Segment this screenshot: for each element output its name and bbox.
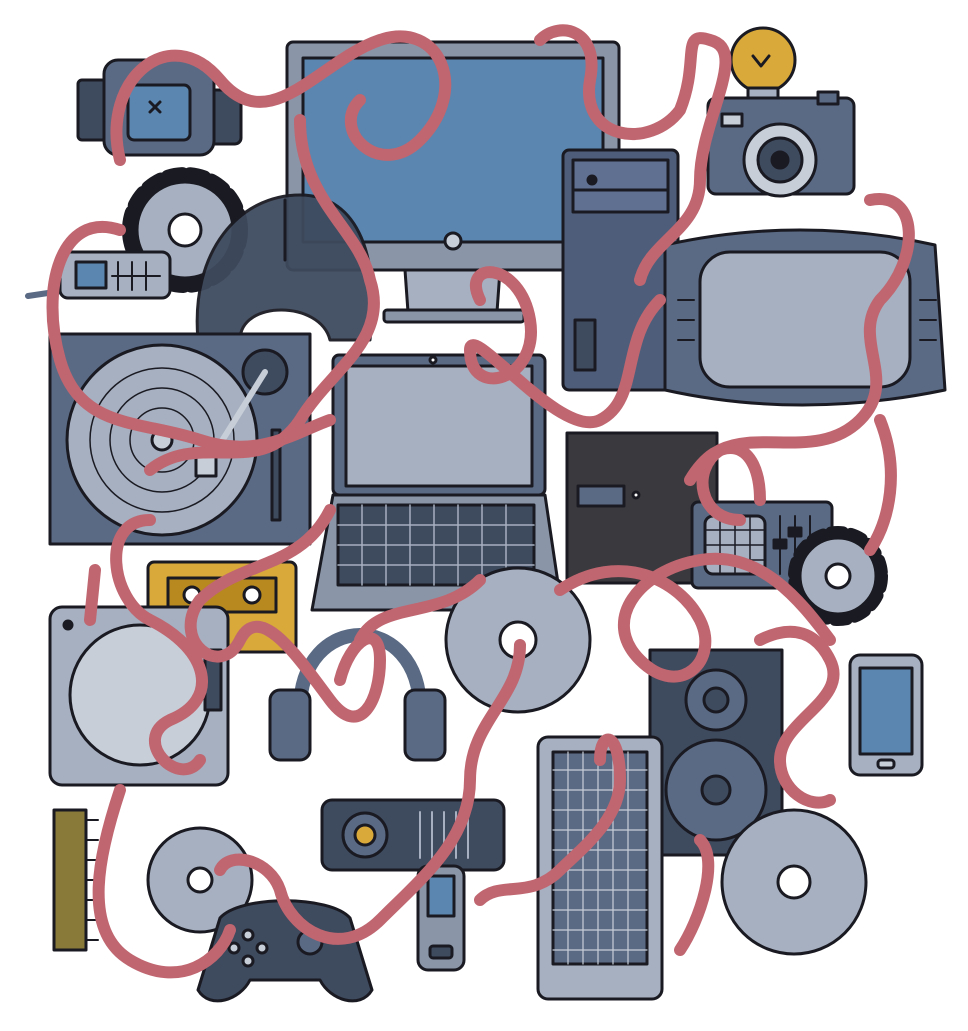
usb-drive-icon: [416, 864, 466, 972]
cd-disc-icon: [146, 826, 254, 934]
smartphone-icon: [848, 653, 924, 777]
cell-phone-icon: [25, 250, 172, 300]
lightbulb-icon: [729, 26, 797, 106]
cable-tangle: [46, 24, 915, 979]
mouse-icon: [195, 193, 374, 342]
camera-icon: [706, 90, 856, 198]
computer-tower-icon: [561, 148, 680, 392]
memory-stick-icon: [52, 808, 99, 952]
gear-icon: [788, 526, 888, 626]
projector-icon: [320, 798, 506, 872]
keyboard-tower-icon: [536, 735, 664, 1001]
game-controller-icon: [196, 899, 374, 1003]
cd-disc-icon: [720, 808, 868, 956]
